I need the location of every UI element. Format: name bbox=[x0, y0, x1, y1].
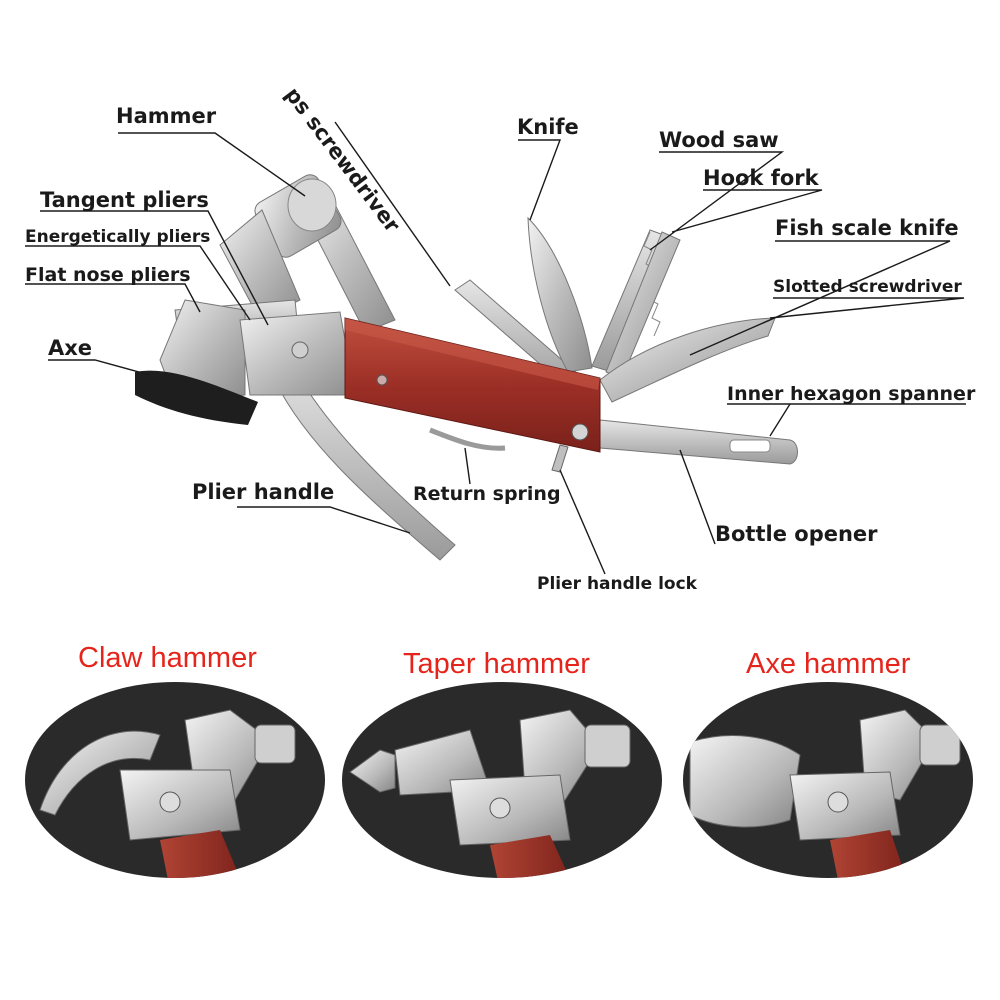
label-wood-saw: Wood saw bbox=[659, 128, 779, 152]
label-bottle-opener: Bottle opener bbox=[715, 522, 878, 546]
pivot-plate bbox=[239, 311, 356, 396]
inner-hexagon-spanner-blade bbox=[599, 419, 798, 465]
variant-title-claw-hammer: Claw hammer bbox=[78, 642, 257, 674]
wood-handle bbox=[344, 317, 601, 453]
label-knife: Knife bbox=[517, 115, 579, 139]
label-hook-fork: Hook fork bbox=[703, 166, 819, 190]
taper-hammer-vignette bbox=[342, 682, 662, 878]
label-return-spring: Return spring bbox=[413, 483, 561, 505]
plier-handle bbox=[269, 359, 456, 561]
knife-blade bbox=[527, 216, 593, 373]
variant-vignettes bbox=[25, 682, 973, 878]
variant-title-axe-hammer: Axe hammer bbox=[746, 648, 911, 680]
axe-head bbox=[135, 299, 258, 425]
label-inner-hexagon-spanner: Inner hexagon spanner bbox=[727, 383, 976, 405]
label-hammer: Hammer bbox=[116, 104, 217, 128]
axe-hammer-vignette bbox=[683, 682, 973, 878]
hammer-head bbox=[219, 174, 396, 333]
label-flat-nose-pliers: Flat nose pliers bbox=[25, 264, 191, 286]
label-slotted-screwdriver: Slotted screwdriver bbox=[773, 277, 962, 297]
fish-scale-knife-blade bbox=[599, 317, 776, 403]
label-fish-scale-knife: Fish scale knife bbox=[775, 216, 959, 240]
plier-handle-lock bbox=[551, 444, 569, 473]
label-plier-handle-lock: Plier handle lock bbox=[537, 574, 697, 594]
label-plier-handle: Plier handle bbox=[192, 480, 335, 504]
return-spring bbox=[429, 427, 506, 451]
claw-hammer-vignette bbox=[25, 682, 325, 878]
multitool-illustration bbox=[25, 121, 966, 575]
leader-lines bbox=[25, 121, 966, 575]
label-energetically-pliers: Energetically pliers bbox=[25, 227, 211, 247]
variant-title-taper-hammer: Taper hammer bbox=[403, 648, 590, 680]
label-tangent-pliers: Tangent pliers bbox=[40, 188, 209, 212]
label-axe: Axe bbox=[48, 336, 93, 360]
